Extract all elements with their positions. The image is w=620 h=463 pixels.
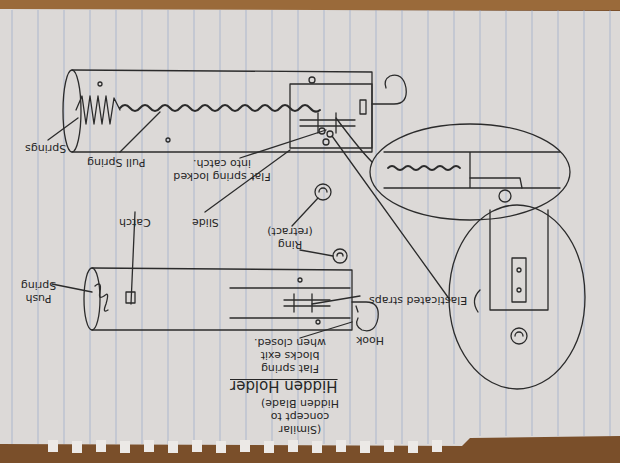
part-label: Catch: [119, 216, 151, 229]
ruled-lines: [12, 10, 610, 444]
part-label: Springs: [25, 142, 66, 155]
retract-ring: [315, 128, 347, 263]
part-label: Elasticated straps: [369, 294, 467, 307]
callout-leader: [336, 118, 372, 162]
note-text: Flat spring blocks exit when closed.: [244, 336, 336, 375]
detail-callout-locked: [370, 124, 570, 220]
table-edge: [0, 0, 620, 10]
paper-sheet: [0, 9, 620, 446]
push-spring-tube: [84, 268, 378, 331]
part-label: Ring (retract): [264, 225, 316, 251]
callout-leader: [332, 136, 450, 300]
pull-spring-tube: [63, 70, 406, 152]
detail-callout-exit: [449, 205, 585, 389]
part-label: Slide: [192, 216, 219, 229]
part-label: Hook: [356, 334, 384, 347]
leader-lines: [48, 112, 360, 338]
note-text: Flat spring locked into catch.: [172, 157, 272, 183]
part-label: Push Spring: [16, 279, 61, 305]
perforation: [48, 440, 442, 453]
sketch-title: Hidden Holder: [230, 377, 338, 395]
part-label: Pull Spring: [87, 156, 146, 169]
subtitle-note: (Similar concept to Hidden Blade): [259, 397, 341, 436]
